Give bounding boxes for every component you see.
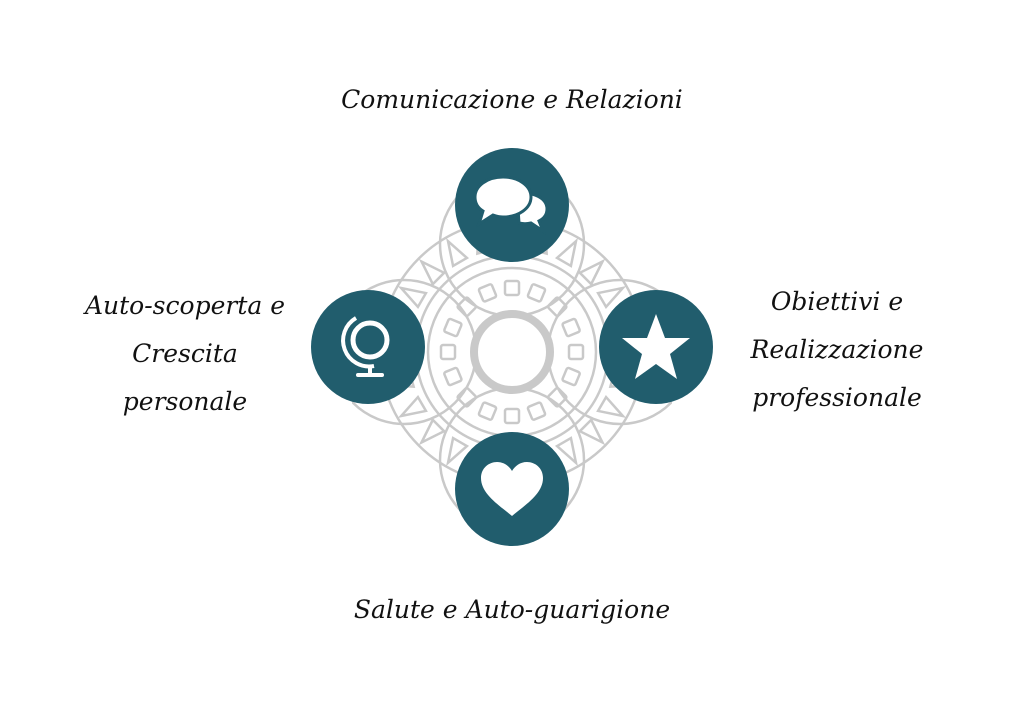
communication-node — [455, 148, 569, 262]
mandala-square — [561, 366, 581, 387]
label-line: Comunicazione e Relazioni — [341, 85, 683, 114]
mandala-square — [503, 279, 521, 297]
mandala-square — [567, 343, 585, 361]
label-communication: Comunicazione e Relazioni — [312, 76, 712, 124]
mandala-square — [526, 401, 547, 421]
mandala-square — [456, 386, 478, 408]
label-health: Salute e Auto-guarigione — [312, 586, 712, 634]
mandala-triangle — [596, 394, 627, 418]
mandala-square — [477, 283, 498, 303]
heart-icon — [481, 462, 543, 516]
star-icon — [622, 314, 690, 379]
label-line: Salute e Auto-guarigione — [353, 595, 671, 624]
speech-bubbles-icon — [473, 175, 549, 235]
mandala-center-ring — [470, 310, 554, 394]
mandala-triangle — [577, 417, 606, 446]
label-line: Obiettivi e — [770, 287, 904, 316]
mandala-triangle — [554, 237, 578, 268]
mandala-square — [546, 386, 568, 408]
label-self-discovery: Auto-scoperta e Crescita personale — [60, 282, 310, 426]
mandala-triangle — [418, 417, 447, 446]
mandala-square — [561, 317, 581, 338]
mandala-middle-ring — [414, 254, 610, 450]
mandala-square — [477, 401, 498, 421]
mandala-triangle — [446, 436, 470, 467]
mandala-triangle — [554, 436, 578, 467]
goals-node — [599, 290, 713, 404]
mandala-square — [443, 317, 463, 338]
self-discovery-node — [311, 290, 425, 404]
mandala-triangle — [596, 286, 627, 310]
label-line: personale — [122, 387, 248, 416]
label-line: Auto-scoperta e — [84, 291, 286, 320]
mandala-square — [546, 296, 568, 318]
mandala-square — [443, 366, 463, 387]
health-node — [455, 432, 569, 546]
globe-icon — [341, 316, 390, 377]
label-line: Realizzazione — [750, 335, 924, 364]
mandala-square — [456, 296, 478, 318]
mandala-square — [526, 283, 547, 303]
mandala-triangle — [577, 258, 606, 287]
mandala-squares — [439, 279, 585, 425]
mandala-square — [439, 343, 457, 361]
label-goals: Obiettivi e Realizzazione professionale — [712, 278, 962, 422]
label-line: Crescita — [132, 339, 238, 368]
mandala-triangle — [418, 258, 447, 287]
mandala-triangle — [397, 286, 428, 310]
label-line: professionale — [752, 383, 922, 412]
mandala-triangle — [446, 237, 470, 268]
mandala-triangle — [397, 394, 428, 418]
mandala-square — [503, 407, 521, 425]
